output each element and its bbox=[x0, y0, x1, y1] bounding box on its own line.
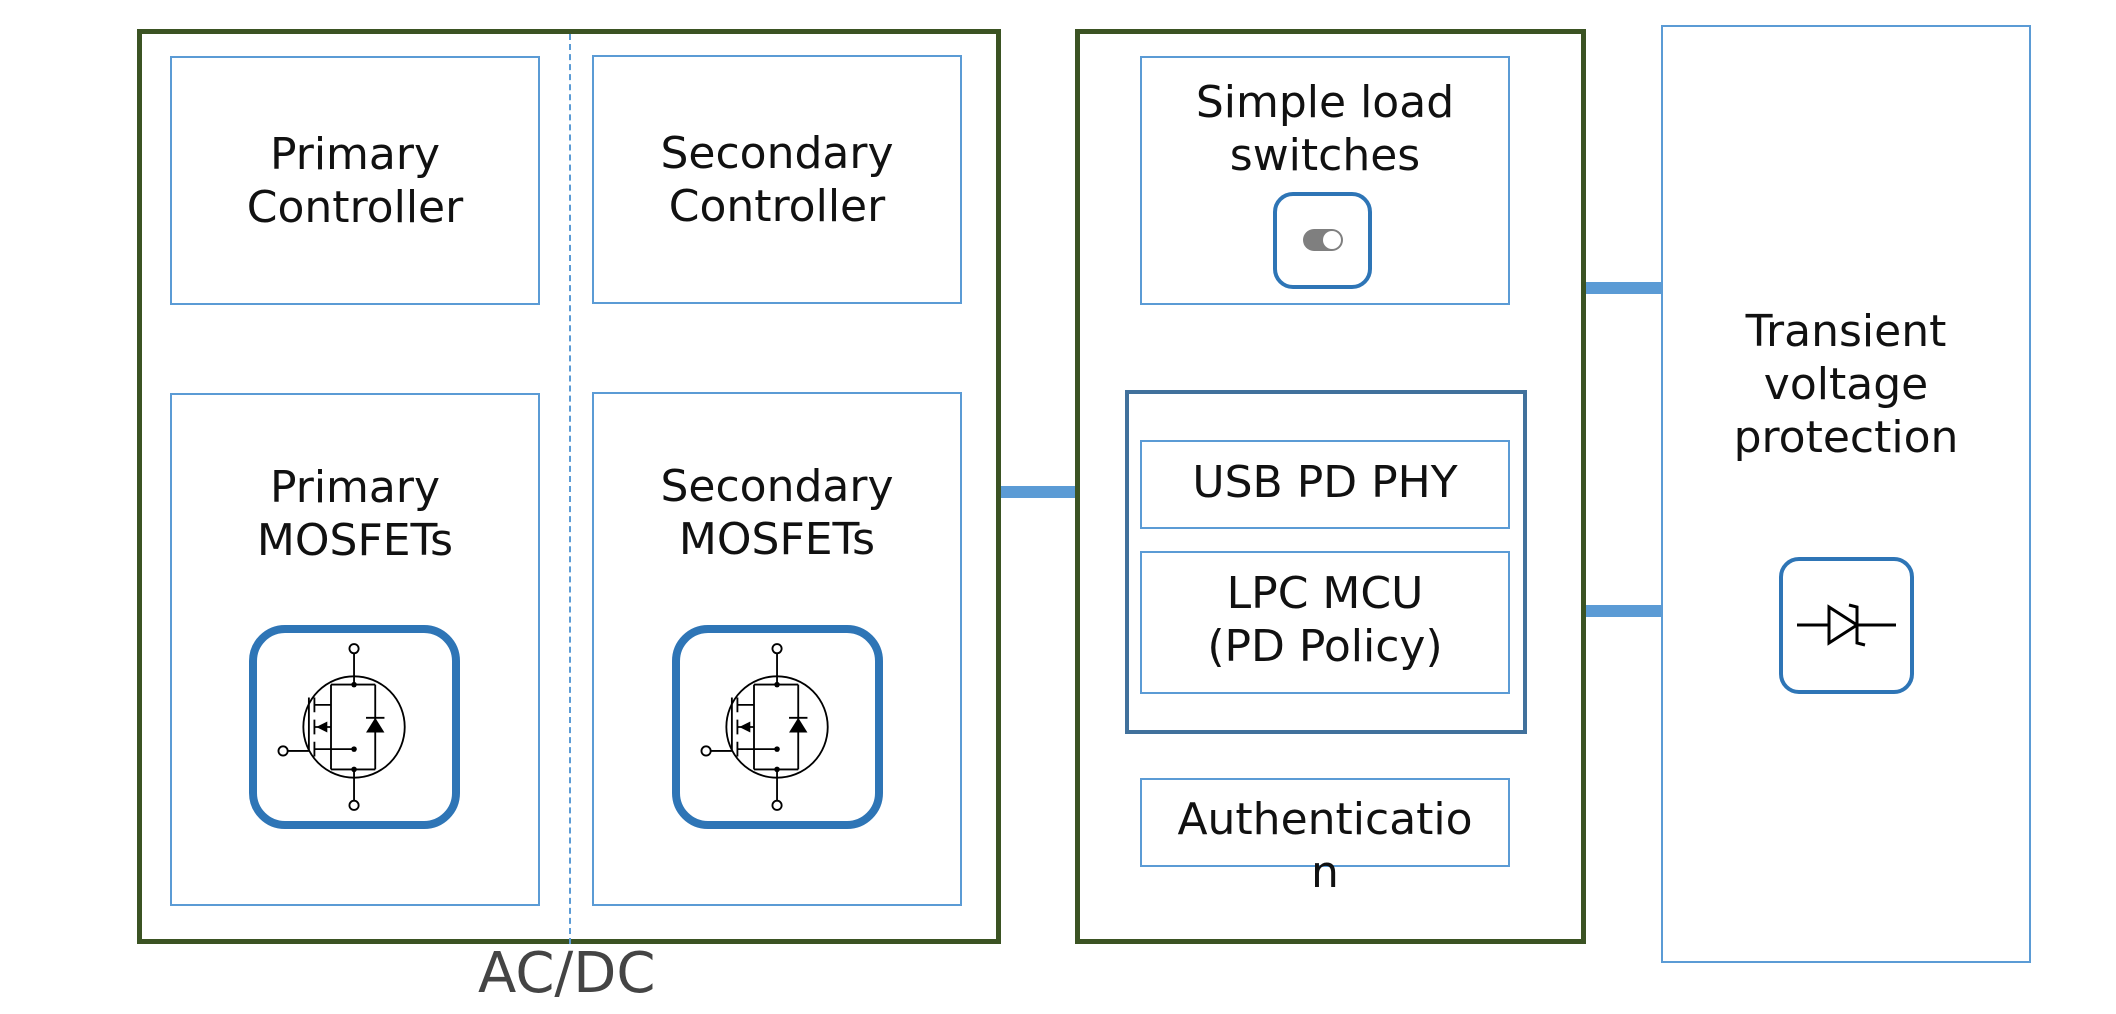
secondary-controller-label: Secondary Controller bbox=[660, 128, 894, 232]
primary-mosfets-label: Primary MOSFETs bbox=[256, 462, 454, 566]
usb-pd-phy-label: USB PD PHY bbox=[1192, 457, 1458, 508]
ac-dc-caption: AC/DC bbox=[478, 941, 656, 1006]
tvs-label: Transient voltage protection bbox=[1733, 306, 1959, 463]
secondary-mosfets-label: Secondary MOSFETs bbox=[660, 461, 894, 565]
toggle-switch-icon bbox=[1273, 192, 1372, 289]
primary-controller-label: Primary Controller bbox=[246, 129, 464, 233]
mosfet-icon bbox=[249, 625, 460, 829]
isolation-divider bbox=[569, 34, 571, 944]
secondary-controller-box: Secondary Controller bbox=[592, 55, 962, 304]
tvs-box: Transient voltage protection bbox=[1661, 25, 2031, 963]
primary-controller-box: Primary Controller bbox=[170, 56, 540, 305]
primary-mosfets-box: Primary MOSFETs bbox=[170, 393, 540, 906]
load-switches-label: Simple load switches bbox=[1195, 77, 1455, 181]
tvs-diode-icon bbox=[1779, 557, 1914, 694]
connector-pd-tvs-top bbox=[1586, 282, 1662, 294]
connector-acdc-pd bbox=[1001, 486, 1075, 498]
connector-pd-tvs-bottom bbox=[1586, 605, 1662, 617]
usb-pd-group bbox=[1075, 29, 1586, 944]
authentication-box bbox=[1140, 778, 1510, 867]
secondary-mosfets-box: Secondary MOSFETs bbox=[592, 392, 962, 906]
usb-pd-phy-box: USB PD PHY bbox=[1140, 440, 1510, 529]
load-switches-box: Simple load switches bbox=[1140, 56, 1510, 305]
pd-controller-group bbox=[1125, 390, 1527, 734]
lpc-mcu-box: LPC MCU (PD Policy) bbox=[1140, 551, 1510, 694]
lpc-mcu-label: LPC MCU (PD Policy) bbox=[1207, 568, 1443, 672]
mosfet-icon bbox=[672, 625, 883, 829]
authentication-label: Authenticatio n bbox=[1177, 794, 1473, 898]
